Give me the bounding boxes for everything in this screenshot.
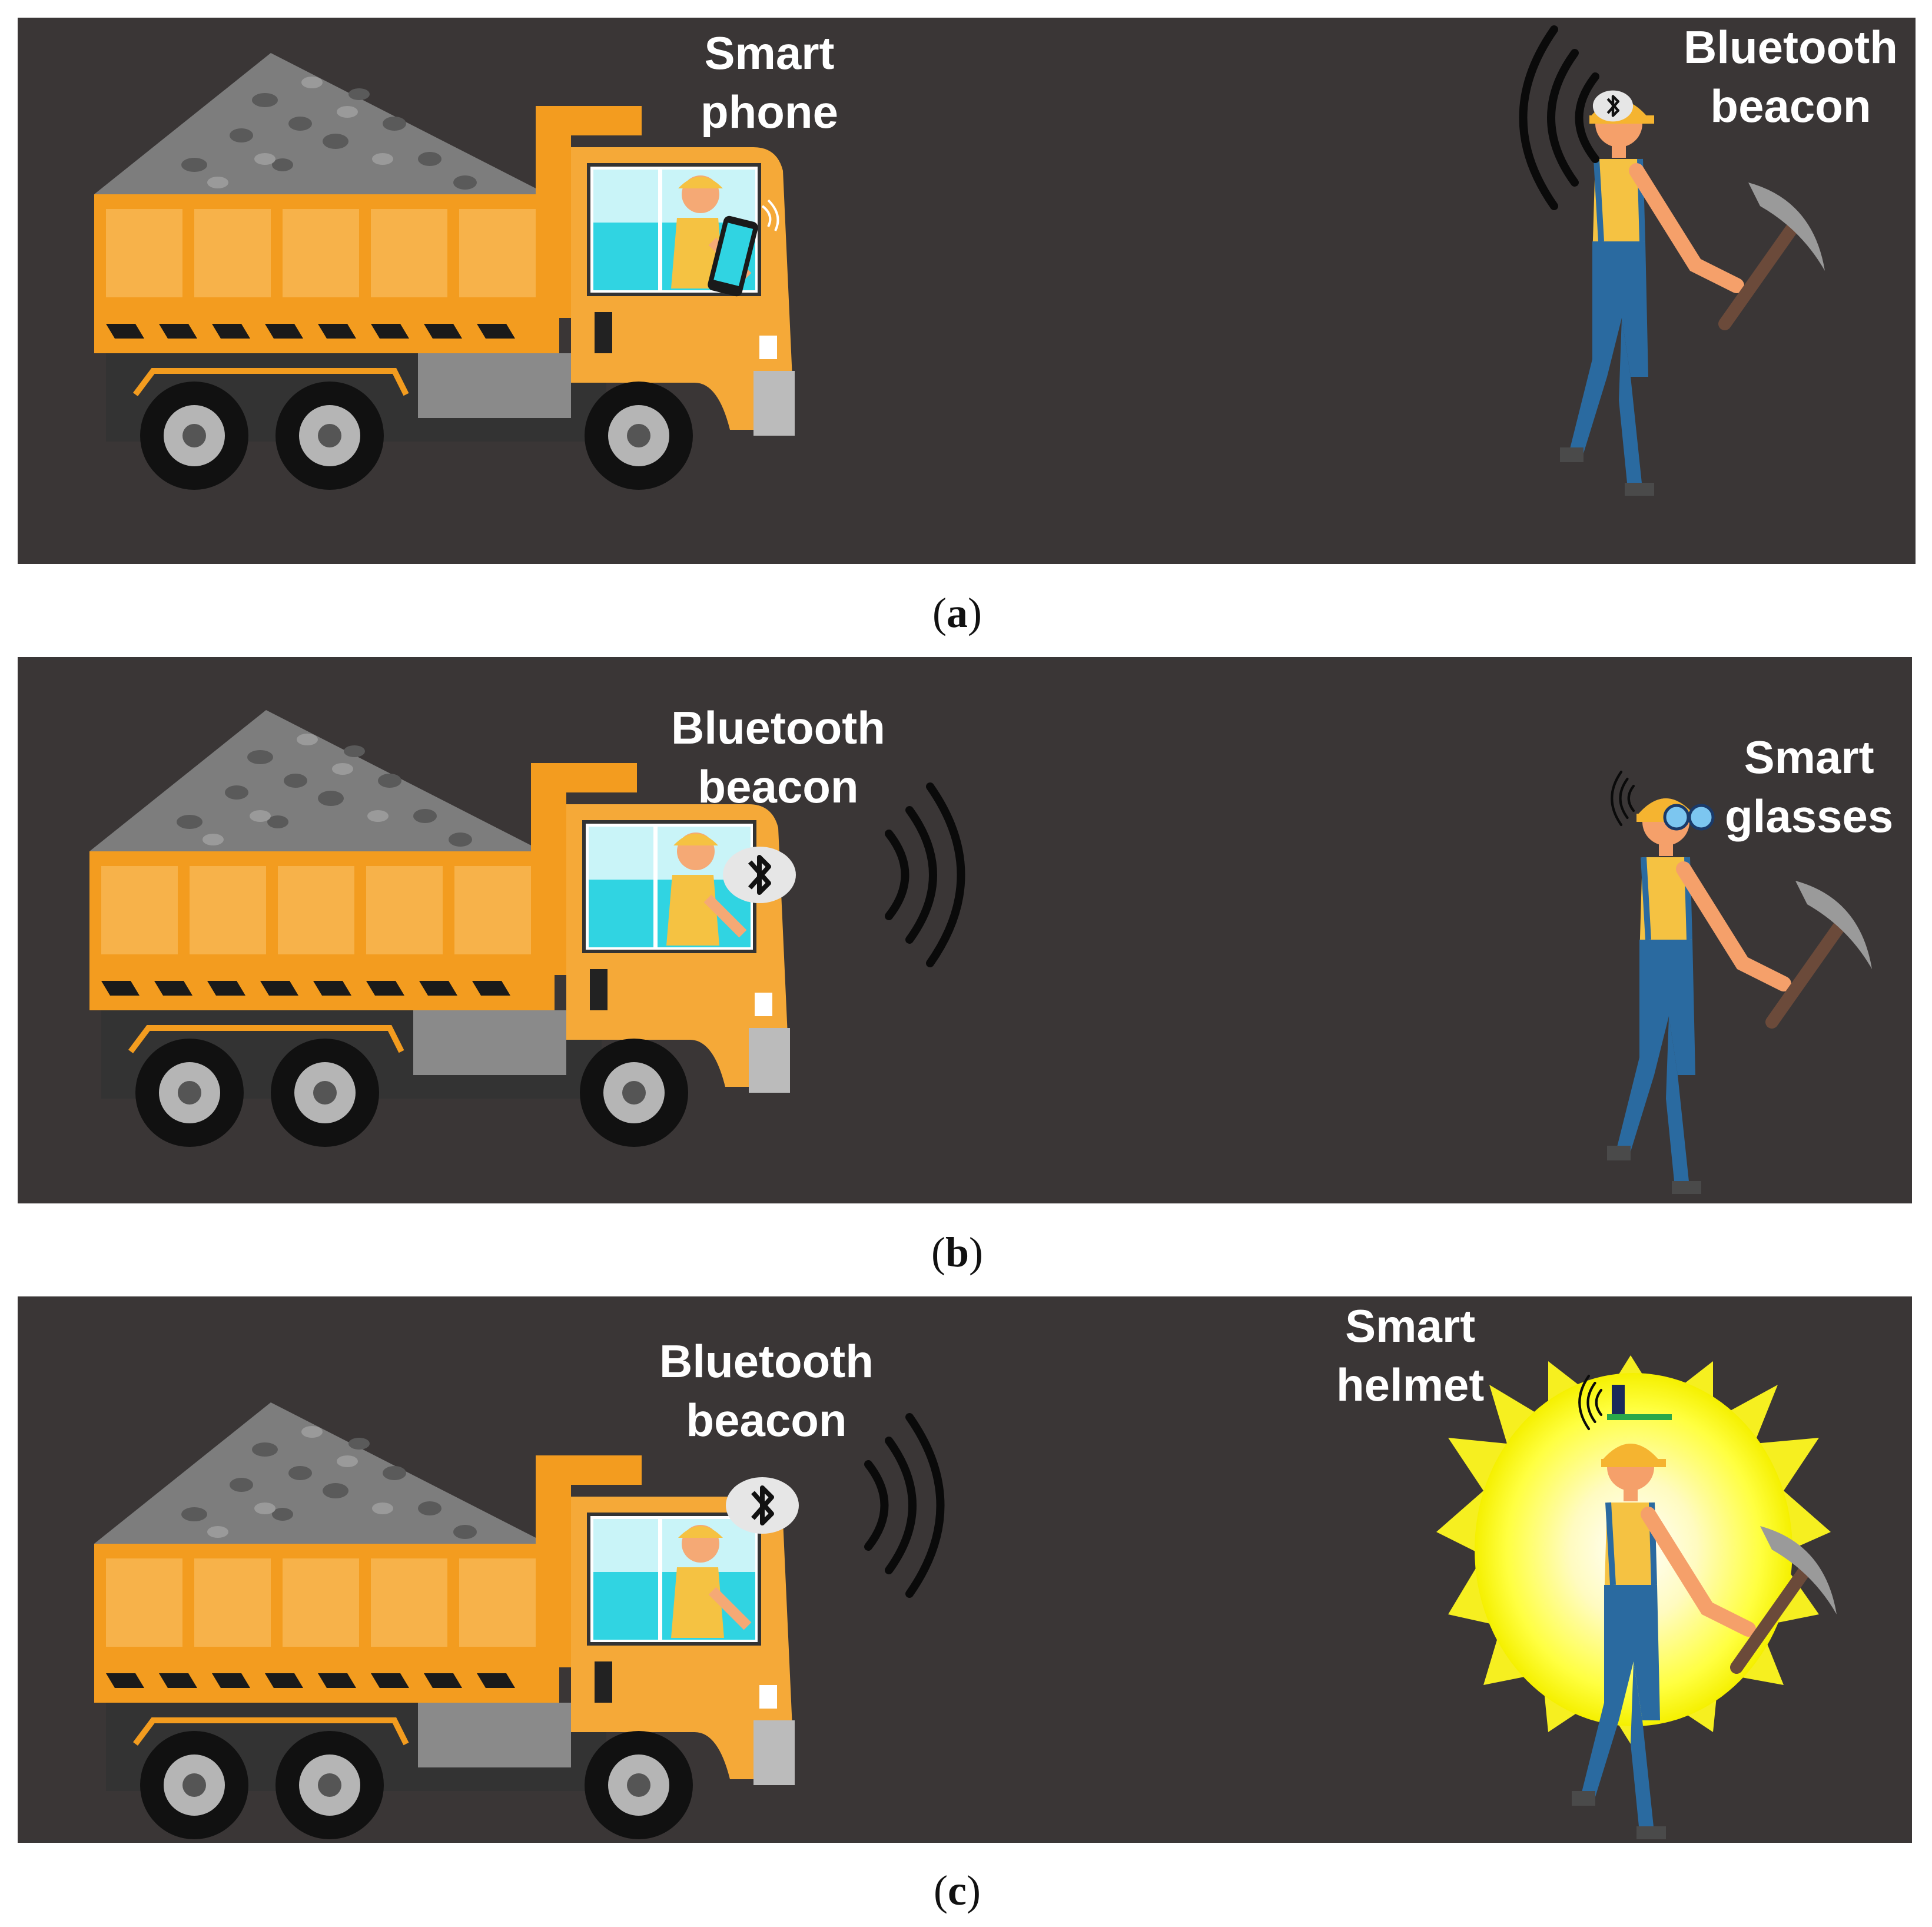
signal-waves-icon [1523, 29, 1596, 206]
truck-icon [94, 1402, 795, 1839]
worker-icon [1560, 100, 1825, 496]
bluetooth-icon [726, 1477, 799, 1534]
bluetooth-icon [1593, 91, 1633, 122]
caption-b: (b) [931, 1229, 983, 1276]
caption-a: (a) [932, 589, 982, 636]
caption-c: (c) [934, 1867, 981, 1914]
smart-helmet-icon [1607, 1385, 1672, 1420]
truck-icon [94, 53, 795, 490]
smart-glasses-icon [1663, 804, 1715, 831]
signal-waves-icon [868, 1417, 941, 1594]
worker-icon [1607, 798, 1872, 1194]
bluetooth-icon [723, 847, 796, 903]
signal-waves-icon [889, 787, 961, 963]
smartphone-icon [708, 199, 779, 297]
signal-waves-icon [1612, 772, 1634, 825]
